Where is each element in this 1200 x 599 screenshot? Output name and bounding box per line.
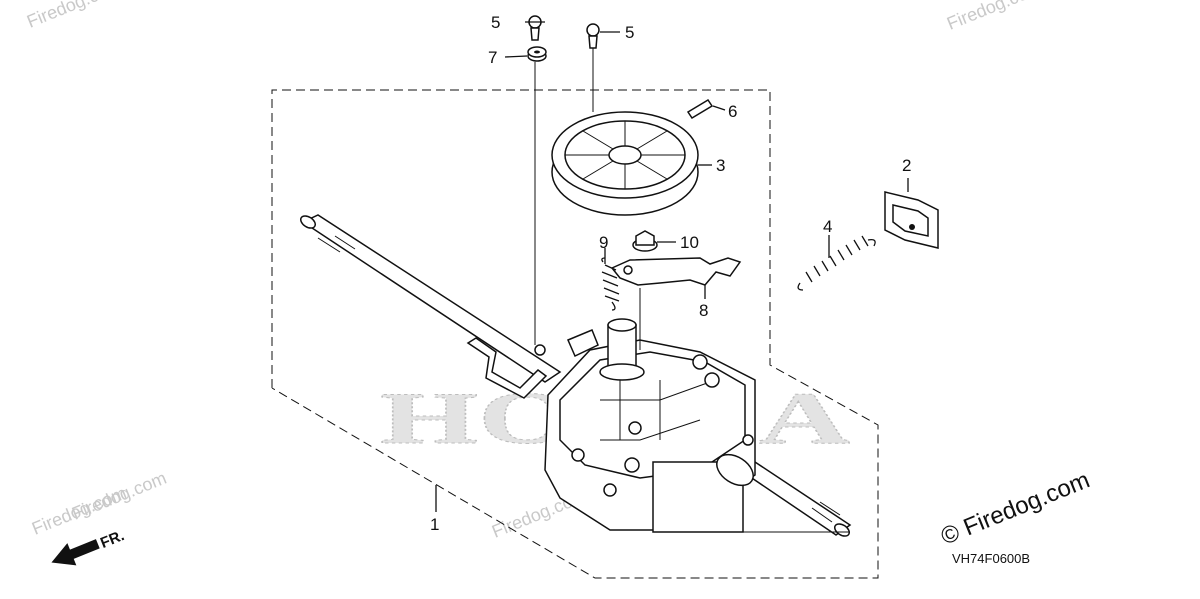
callout-9: 9	[599, 233, 608, 252]
bolt-right	[586, 23, 600, 49]
callout-3: 3	[716, 156, 725, 175]
callout-8: 8	[699, 301, 708, 320]
callout-2: 2	[902, 156, 911, 175]
diagram-code: VH74F0600B	[952, 551, 1030, 566]
shift-arm	[610, 257, 742, 286]
front-direction-arrow: FR.	[51, 527, 127, 566]
callout-6: 6	[728, 102, 737, 121]
axle-shaft	[300, 214, 852, 537]
shift-rod	[466, 337, 548, 399]
watermark-top-left: Firedog.com	[24, 0, 124, 32]
copyright-label: © Firedog.com	[937, 466, 1093, 550]
callout-5-left: 5	[491, 13, 500, 32]
watermark-center: Firedog.com	[69, 468, 169, 524]
assembly-boundary	[271, 89, 879, 579]
watermark-top-right: Firedog.com	[944, 0, 1044, 34]
tension-spring	[797, 235, 876, 291]
input-shaft	[599, 318, 645, 381]
pin	[686, 98, 714, 120]
callout-5-right: 5	[625, 23, 634, 42]
callout-1: 1	[430, 515, 439, 534]
callout-4: 4	[823, 217, 832, 236]
washer	[527, 46, 547, 62]
front-direction-label: FR.	[98, 527, 127, 552]
callout-10: 10	[680, 233, 699, 252]
small-spring	[601, 257, 620, 311]
pulley	[551, 111, 699, 216]
leader-lines	[435, 21, 909, 512]
bracket	[884, 191, 939, 249]
transmission-housing	[534, 329, 850, 533]
callout-7: 7	[488, 48, 497, 67]
flange-nut	[632, 230, 658, 252]
bolt-left	[528, 15, 542, 41]
